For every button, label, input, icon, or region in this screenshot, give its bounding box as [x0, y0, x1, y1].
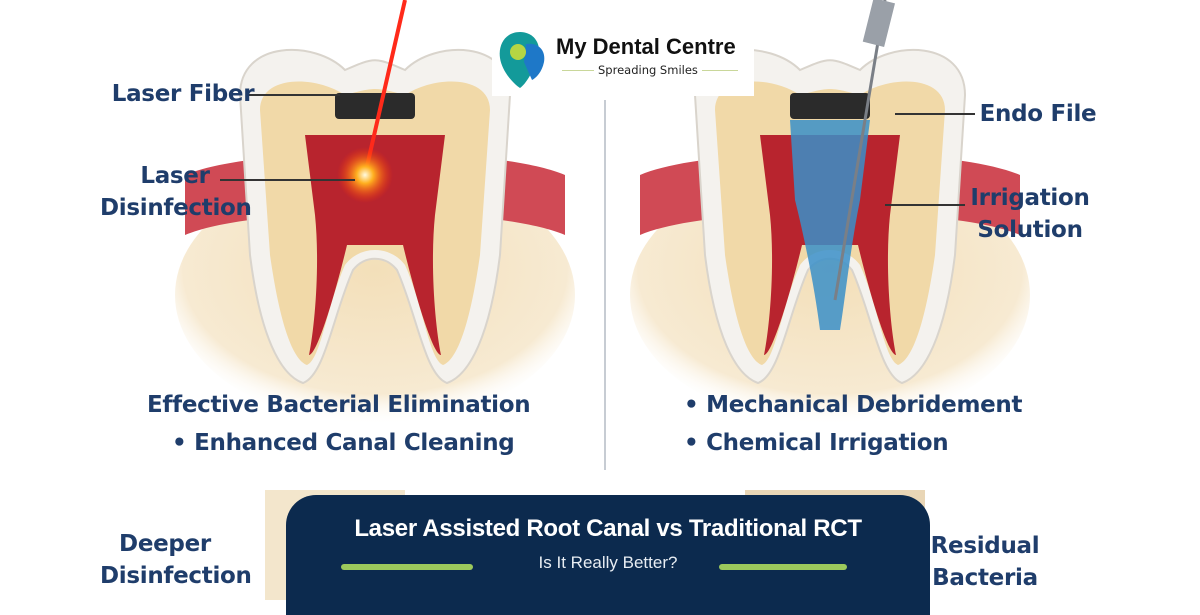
logo: My Dental Centre Spreading Smiles [492, 24, 754, 96]
syringe-icon [862, 0, 895, 47]
feature-item: • Chemical Irrigation [684, 430, 949, 456]
brand-tagline: Spreading Smiles [598, 63, 698, 77]
banner-title: Laser Assisted Root Canal vs Traditional… [354, 515, 862, 542]
irrigation-fill [790, 120, 870, 330]
label-endo-file: Endo File [979, 101, 1097, 127]
title-banner: Laser Assisted Root Canal vs Traditional… [286, 495, 930, 615]
accent-bar [719, 564, 847, 570]
accent-bar [341, 564, 473, 570]
endo-file-needle [833, 0, 887, 301]
label-residual-bacteria: Residual Bacteria [930, 533, 1040, 591]
brand-name: My Dental Centre [556, 34, 736, 59]
laser-beam [363, 0, 407, 176]
label-laser-fiber: Laser Fiber [111, 81, 255, 107]
laser-glow [337, 147, 393, 203]
tooth-pin-icon [499, 32, 545, 88]
feature-item: • Mechanical Debridement [684, 392, 1023, 418]
feature-item: • Enhanced Canal Cleaning [172, 430, 515, 456]
banner-subtitle: Is It Really Better? [538, 553, 678, 572]
label-irrigation-solution: Irrigation Solution [970, 185, 1090, 243]
label-deeper-disinfection: Deeper Disinfection [100, 531, 252, 589]
label-laser-disinfection: Laser Disinfection [100, 163, 252, 221]
feature-item: Effective Bacterial Elimination [147, 392, 531, 418]
